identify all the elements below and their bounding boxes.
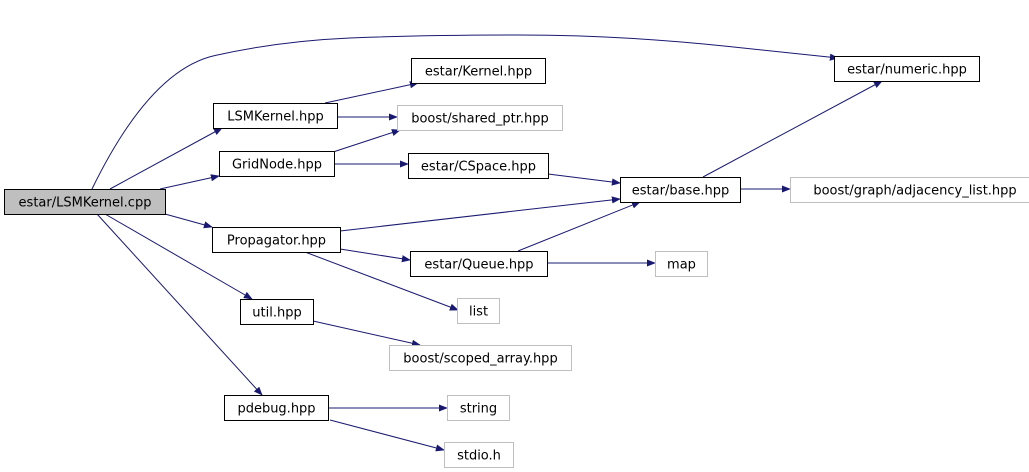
node-gridnode-hpp[interactable]: GridNode.hpp — [219, 151, 335, 177]
edge-pdebug-hpp-to-stdio-h — [329, 419, 445, 452]
node-label: estar/base.hpp — [632, 184, 729, 199]
node-box — [224, 395, 329, 421]
node-map: map — [655, 251, 708, 277]
node-label: boost/scoped_array.hpp — [403, 352, 557, 367]
node-label: util.hpp — [252, 306, 301, 321]
edge-lsmkernel-cpp-to-propagator-hpp — [164, 213, 213, 229]
node-box — [408, 153, 549, 179]
node-label: estar/numeric.hpp — [847, 63, 967, 78]
edge-lsmkernel-cpp-to-numeric-hpp — [91, 34, 839, 190]
node-adjacency-list-hpp: boost/graph/adjacency_list.hpp — [790, 177, 1029, 203]
edge-propagator-hpp-to-queue-hpp — [339, 248, 411, 263]
node-label: map — [667, 258, 696, 273]
edge-lsmkernel-cpp-to-pdebug-hpp — [96, 213, 263, 396]
node-kernel-hpp[interactable]: estar/Kernel.hpp — [411, 58, 546, 84]
node-label: estar/LSMKernel.cpp — [19, 196, 152, 211]
node-label: list — [469, 305, 488, 320]
edge-base-hpp-to-numeric-hpp — [702, 80, 883, 178]
node-label: stdio.h — [457, 449, 501, 464]
node-box — [240, 299, 314, 325]
node-label: Propagator.hpp — [227, 234, 326, 249]
node-util-hpp[interactable]: util.hpp — [240, 299, 314, 325]
node-lsmkernel-hpp[interactable]: LSMKernel.hpp — [213, 103, 338, 129]
node-box — [620, 177, 741, 203]
node-label: estar/Kernel.hpp — [425, 65, 532, 80]
node-box — [457, 298, 500, 324]
edge-lsmkernel-cpp-to-util-hpp — [104, 213, 253, 300]
node-cspace-hpp[interactable]: estar/CSpace.hpp — [408, 153, 549, 179]
node-box — [411, 58, 546, 84]
node-queue-hpp[interactable]: estar/Queue.hpp — [410, 251, 548, 277]
edge-gridnode-hpp-to-shared-ptr-hpp — [329, 129, 401, 154]
nodes-layer: estar/LSMKernel.cpp LSMKernel.hppGridNode… — [4, 56, 1029, 468]
node-label: string — [460, 402, 497, 417]
node-label: LSMKernel.hpp — [227, 110, 323, 125]
node-box — [219, 151, 335, 177]
node-label: estar/CSpace.hpp — [421, 160, 536, 175]
node-box — [213, 103, 338, 129]
node-box — [444, 442, 514, 468]
node-label: estar/Queue.hpp — [424, 258, 533, 273]
node-shared-ptr-hpp: boost/shared_ptr.hpp — [397, 105, 563, 131]
node-label: boost/graph/adjacency_list.hpp — [813, 184, 1016, 199]
node-box — [790, 177, 1029, 203]
edge-propagator-hpp-to-list — [304, 251, 459, 311]
edges-layer — [91, 34, 883, 452]
node-lsmkernel-cpp[interactable]: estar/LSMKernel.cpp — [4, 189, 166, 215]
edge-lsmkernel-hpp-to-kernel-hpp — [324, 81, 419, 104]
node-box — [212, 227, 341, 253]
edge-util-hpp-to-scoped-array-hpp — [312, 320, 421, 347]
edge-propagator-hpp-to-base-hpp — [339, 196, 621, 232]
edge-cspace-hpp-to-base-hpp — [547, 173, 621, 186]
node-box — [447, 395, 510, 421]
node-label: boost/shared_ptr.hpp — [411, 112, 549, 127]
node-pdebug-hpp[interactable]: pdebug.hpp — [224, 395, 329, 421]
node-box — [397, 105, 563, 131]
node-base-hpp[interactable]: estar/base.hpp — [620, 177, 741, 203]
node-box — [834, 56, 980, 82]
node-box — [389, 345, 572, 371]
edge-lsmkernel-cpp-to-gridnode-hpp — [159, 174, 220, 190]
node-box — [655, 251, 708, 277]
node-stdio-h: stdio.h — [444, 442, 514, 468]
node-box — [4, 189, 166, 215]
edge-lsmkernel-cpp-to-lsmkernel-hpp — [109, 127, 223, 190]
node-box — [410, 251, 548, 277]
node-label: pdebug.hpp — [237, 402, 315, 417]
node-label: GridNode.hpp — [232, 158, 322, 173]
node-propagator-hpp[interactable]: Propagator.hpp — [212, 227, 341, 253]
node-string: string — [447, 395, 510, 421]
edge-queue-hpp-to-base-hpp — [517, 201, 641, 252]
node-list: list — [457, 298, 500, 324]
node-numeric-hpp[interactable]: estar/numeric.hpp — [834, 56, 980, 82]
node-scoped-array-hpp: boost/scoped_array.hpp — [389, 345, 572, 371]
